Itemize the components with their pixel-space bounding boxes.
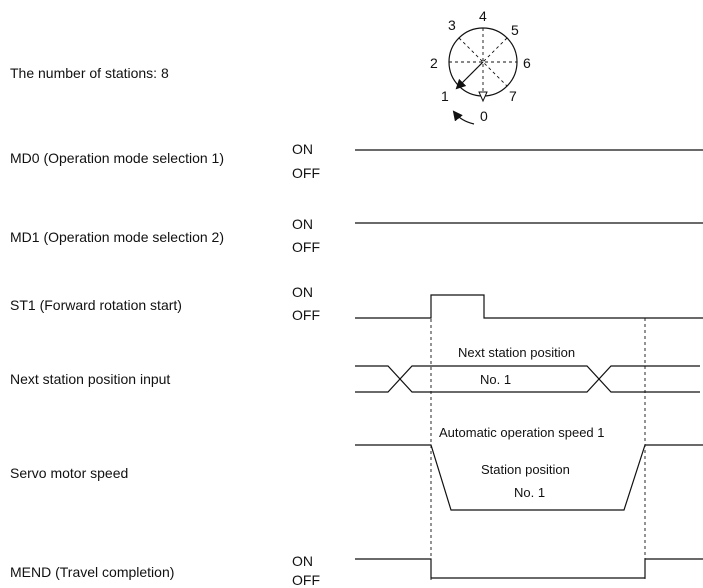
signal-label-servo-speed: Servo motor speed: [10, 465, 128, 481]
waveforms: [355, 149, 703, 579]
md0-on-label: ON: [292, 141, 313, 157]
dial-pointer-arrow: [455, 61, 484, 90]
md0-off-label: OFF: [292, 165, 320, 181]
mend-off-label: OFF: [292, 572, 320, 588]
servo-speed-waveform: [355, 444, 703, 511]
signal-label-md1: MD1 (Operation mode selection 2): [10, 229, 224, 245]
dial-number-2: 2: [430, 55, 438, 71]
st1-on-label: ON: [292, 284, 313, 300]
next-station-title: Next station position: [458, 345, 575, 360]
dial-number-0: 0: [480, 108, 488, 124]
auto-speed-label: Automatic operation speed 1: [439, 425, 605, 440]
next-station-bus-bottom: [355, 365, 700, 393]
next-station-value: No. 1: [480, 372, 511, 387]
next-station-bus-top: [355, 365, 700, 393]
signal-label-next-station: Next station position input: [10, 371, 170, 387]
dial-number-3: 3: [448, 17, 456, 33]
mend-on-label: ON: [292, 553, 313, 569]
mend-waveform: [355, 558, 703, 579]
signal-label-st1: ST1 (Forward rotation start): [10, 297, 182, 313]
signal-label-mend: MEND (Travel completion): [10, 564, 174, 580]
st1-waveform: [355, 294, 703, 319]
signal-labels: MD0 (Operation mode selection 1) MD1 (Op…: [10, 150, 224, 580]
dial-number-4: 4: [479, 8, 487, 24]
dial-number-5: 5: [511, 22, 519, 38]
timing-annotations: Next station position No. 1 Automatic op…: [439, 345, 605, 500]
md1-off-label: OFF: [292, 239, 320, 255]
dial-number-7: 7: [509, 88, 517, 104]
dial-number-1: 1: [441, 88, 449, 104]
station-dial: The number of stations: 8 0 1 2 3 4 5 6 …: [10, 8, 531, 125]
on-off-labels: ON OFF ON OFF ON OFF ON OFF: [292, 141, 320, 588]
signal-label-md0: MD0 (Operation mode selection 1): [10, 150, 224, 166]
st1-off-label: OFF: [292, 307, 320, 323]
md1-on-label: ON: [292, 216, 313, 232]
dial-diagonal-1: [458, 37, 508, 87]
dial-number-6: 6: [523, 55, 531, 71]
stations-label: The number of stations: 8: [10, 65, 169, 81]
dial-home-marker: [478, 91, 488, 103]
station-position-label: Station position: [481, 462, 570, 477]
station-position-value: No. 1: [514, 485, 545, 500]
rotation-arrow: [452, 110, 475, 125]
